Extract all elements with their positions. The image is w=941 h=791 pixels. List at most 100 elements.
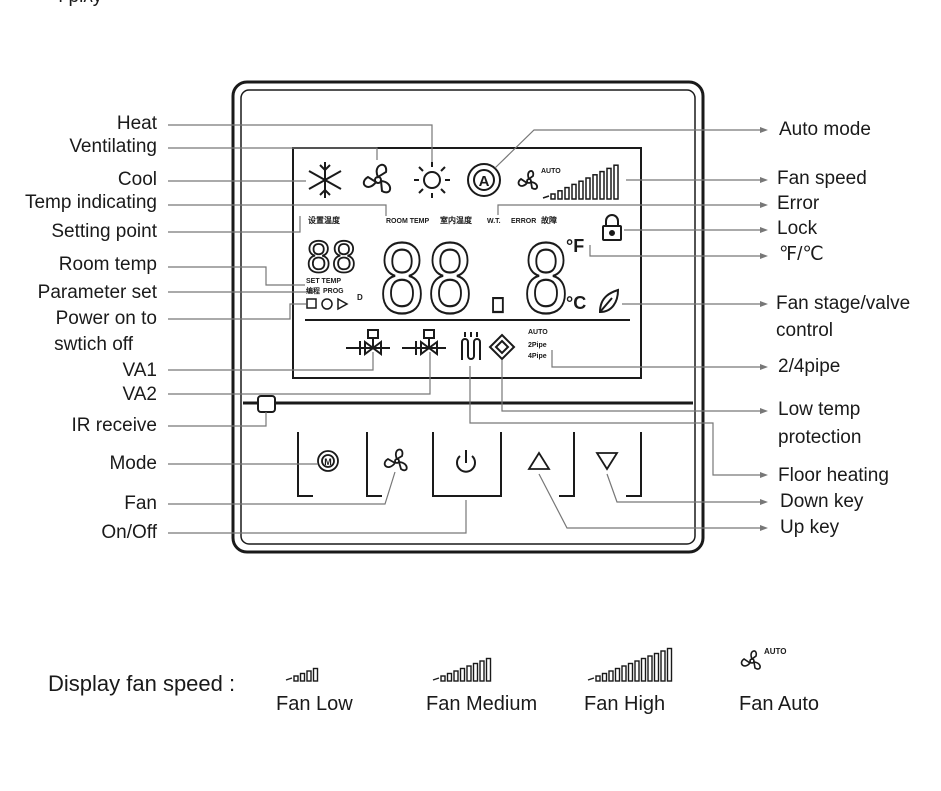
fan-speed-bar bbox=[634, 660, 640, 682]
lcd-prog-cn: 编程 bbox=[306, 286, 320, 295]
label-down-key: Down key bbox=[780, 491, 864, 512]
label-parameter-set: Parameter set bbox=[37, 282, 157, 303]
low-temp-protection-icon bbox=[488, 333, 516, 361]
up-key-icon bbox=[527, 451, 551, 470]
label-setting-point: Setting point bbox=[51, 221, 157, 242]
lcd-wt-text: W.T. bbox=[487, 218, 501, 225]
lcd-small-digits: 88 bbox=[306, 233, 357, 282]
down-key-icon bbox=[595, 452, 619, 471]
device-outer-bezel bbox=[231, 80, 705, 554]
fan-speed-bar bbox=[479, 660, 485, 682]
lcd-panel bbox=[292, 147, 642, 379]
fan-speed-bar bbox=[466, 665, 472, 682]
fan-speed-bar bbox=[299, 672, 306, 682]
fan-speed-bar bbox=[557, 190, 563, 200]
lcd-auto-badge: AUTO bbox=[541, 168, 561, 175]
fan-key-icon bbox=[383, 448, 408, 472]
legend-fan-low: Fan Low bbox=[276, 693, 353, 715]
leaf-icon bbox=[598, 288, 620, 314]
fan-speed-bar bbox=[647, 655, 653, 682]
key-brackets bbox=[297, 432, 642, 497]
label-up-key: Up key bbox=[780, 517, 840, 538]
fan-bar-dash bbox=[432, 677, 440, 681]
power-status-icons bbox=[306, 297, 349, 311]
legend-auto-badge: AUTO bbox=[764, 647, 787, 656]
ir-receiver-window bbox=[257, 395, 276, 413]
device-inner-bezel bbox=[240, 89, 696, 545]
label-ventilating: Ventilating bbox=[69, 136, 157, 157]
lcd-big-digits: 88.8 bbox=[378, 226, 570, 335]
label-error: Error bbox=[777, 193, 820, 214]
right-leader-lines bbox=[469, 129, 763, 529]
legend-fan-high-bars bbox=[587, 647, 673, 682]
label-fan: Fan bbox=[124, 493, 157, 514]
fan-speed-bar bbox=[312, 667, 319, 682]
sun-heat-icon bbox=[414, 162, 450, 198]
fan-speed-bar bbox=[571, 183, 577, 200]
lcd-prog-text: PROG bbox=[323, 288, 344, 295]
legend-fan-medium: Fan Medium bbox=[426, 693, 538, 715]
label-va1: VA1 bbox=[122, 360, 157, 381]
left-leader-lines bbox=[168, 124, 467, 534]
fan-speed-bar bbox=[595, 675, 601, 682]
snowflake-icon bbox=[308, 162, 342, 198]
label-ir-receive: IR receive bbox=[71, 415, 157, 436]
label-on-off: On/Off bbox=[101, 522, 157, 543]
legend-fan-low-bars bbox=[285, 667, 319, 682]
mode-key-icon bbox=[317, 450, 339, 472]
fan-speed-bar bbox=[613, 164, 619, 200]
fan-bar-dash bbox=[542, 195, 550, 199]
fan-speed-bar bbox=[640, 657, 647, 682]
lcd-pipe2: 2Pipe bbox=[528, 342, 547, 349]
power-key-icon bbox=[456, 450, 476, 473]
fan-speed-bar bbox=[601, 672, 608, 682]
fan-speed-bar bbox=[453, 670, 459, 682]
lcd-deg-f: °F bbox=[566, 236, 584, 256]
label-mode: Mode bbox=[109, 453, 157, 474]
fan-speed-bar bbox=[653, 652, 660, 682]
fan-speed-bar bbox=[485, 657, 492, 682]
lcd-set-temp-text: SET TEMP bbox=[306, 278, 341, 285]
label-2-4-pipe: 2/4pipe bbox=[778, 356, 841, 377]
label-low-temp-2: protection bbox=[778, 427, 862, 448]
legend-fan-medium-bars bbox=[432, 657, 492, 682]
fan-speed-bar bbox=[293, 675, 299, 682]
legend-fan-auto-icon bbox=[740, 650, 761, 670]
label-temp-indicating: Temp indicating bbox=[24, 192, 157, 213]
fan-speed-bar bbox=[660, 650, 666, 682]
fan-speed-bar bbox=[564, 186, 570, 200]
fan-speed-bar bbox=[585, 177, 591, 200]
fan-speed-bar bbox=[599, 170, 605, 200]
label-auto-mode: Auto mode bbox=[779, 119, 871, 140]
legend-fan-auto: Fan Auto bbox=[739, 693, 820, 715]
lcd-pipe4: 4Pipe bbox=[528, 353, 547, 360]
lcd-deg-c: °C bbox=[566, 293, 586, 313]
fan-speed-bar bbox=[306, 670, 312, 682]
floor-heating-icon bbox=[461, 332, 481, 360]
fan-speed-bar bbox=[614, 667, 621, 682]
valve-2-icon bbox=[402, 329, 446, 356]
lcd-room-temp-text: ROOM TEMP bbox=[386, 218, 429, 225]
lcd-fault-cn: 故障 bbox=[541, 215, 557, 225]
mode-key-letter: M bbox=[324, 457, 332, 467]
label-floor-heating: Floor heating bbox=[778, 465, 889, 486]
fan-speed-bar bbox=[627, 662, 634, 682]
lock-icon bbox=[602, 214, 622, 241]
fan-speed-bar bbox=[550, 193, 556, 200]
auto-mode-icon bbox=[467, 163, 501, 197]
fan-speed-bar bbox=[608, 670, 614, 682]
lcd-auto-small: AUTO bbox=[528, 329, 548, 336]
label-heat: Heat bbox=[116, 113, 157, 134]
label-power-on-to: Power on to bbox=[55, 308, 157, 329]
fan-bar-dash bbox=[285, 677, 293, 681]
label-cool: Cool bbox=[117, 169, 157, 190]
fan-speed-bar bbox=[578, 180, 584, 200]
fan-speed-bar bbox=[606, 167, 612, 200]
auto-mode-letter: A bbox=[479, 173, 490, 190]
fan-auto-icon bbox=[517, 170, 539, 190]
fan-speed-bar bbox=[459, 667, 466, 682]
label-switch-off: swtich off bbox=[54, 334, 133, 355]
fan-speed-bar bbox=[621, 665, 627, 682]
fan-speed-bars bbox=[542, 164, 619, 200]
